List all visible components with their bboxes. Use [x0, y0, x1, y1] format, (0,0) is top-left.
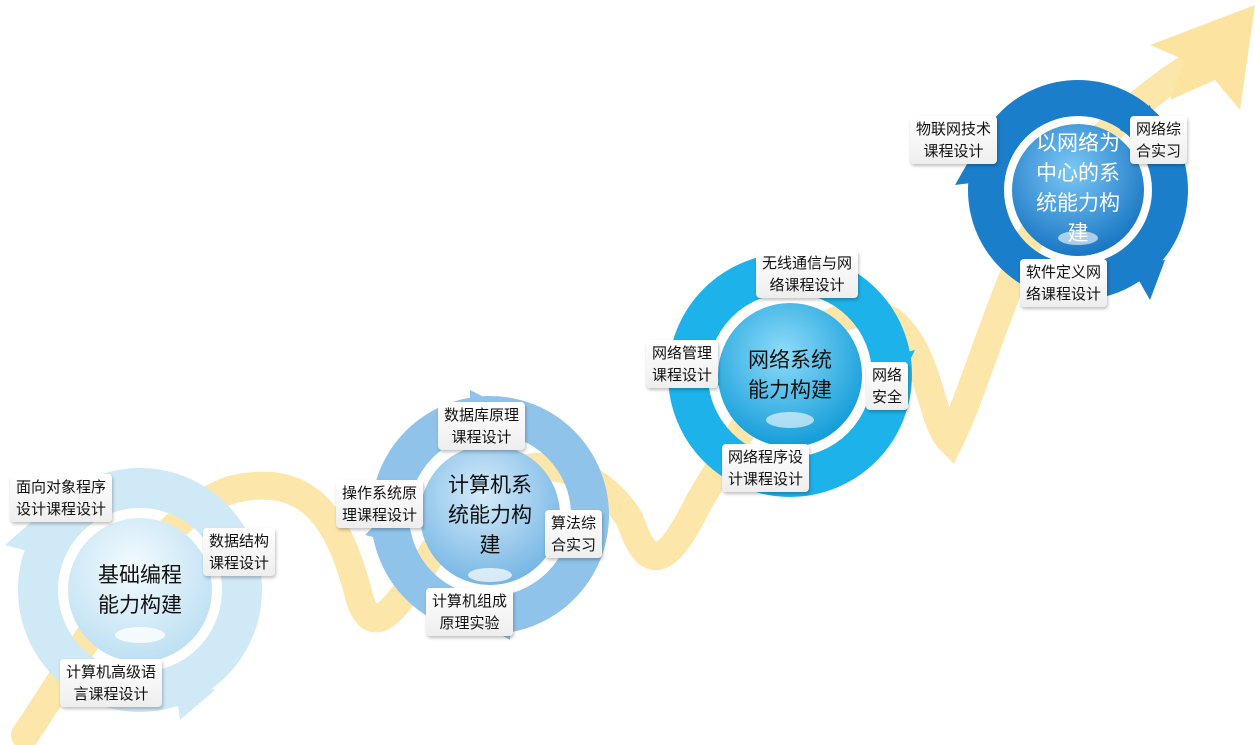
label-network-practice: 网络综 合实习: [1130, 116, 1188, 164]
label-oop-course-design: 面向对象程序 设计课程设计: [10, 474, 113, 522]
label-algorithm-practice: 算法综 合实习: [545, 510, 603, 558]
label-network-programming-course: 网络程序设 计课程设计: [722, 444, 810, 492]
label-network-security: 网络 安全: [866, 362, 909, 410]
stage4-title: 以网络为 中心的系 统能力构 建: [1036, 130, 1120, 245]
label-network-management-course: 网络管理 课程设计: [646, 340, 719, 388]
label-data-structure-course: 数据结构 课程设计: [203, 528, 276, 576]
label-sdn-course: 软件定义网 络课程设计: [1020, 259, 1108, 307]
label-database-course: 数据库原理 课程设计: [438, 402, 526, 450]
label-computer-organization-lab: 计算机组成 原理实验: [426, 588, 514, 636]
stage2-title: 计算机系 统能力构 建: [448, 473, 532, 557]
label-high-level-language-course: 计算机高级语 言课程设计: [60, 659, 163, 707]
stage3-title: 网络系统 能力构建: [748, 348, 832, 402]
label-os-course: 操作系统原 理课程设计: [336, 480, 424, 528]
stage1-title: 基础编程 能力构建: [98, 563, 182, 617]
growth-arrow: [11, 5, 1255, 745]
label-iot-course: 物联网技术 课程设计: [910, 116, 998, 164]
label-wireless-network-course: 无线通信与网 络课程设计: [756, 250, 859, 298]
